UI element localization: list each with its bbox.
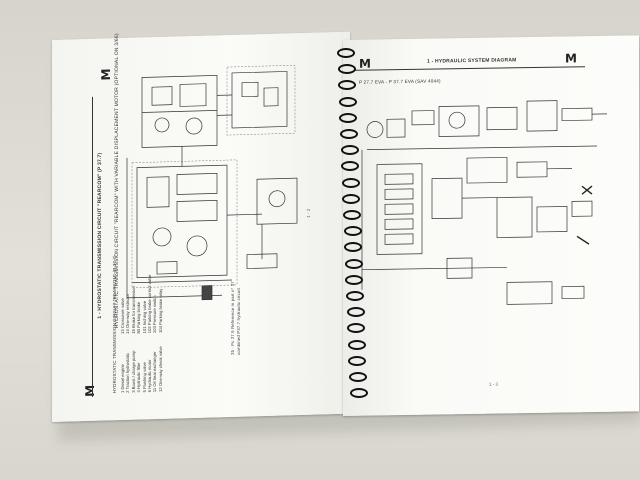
hydraulic-system-schematic [361,100,607,305]
header-rule [355,66,585,71]
page-frame-rule [92,96,93,397]
hydrostatic-schematic [126,65,298,301]
binding-coil [339,112,358,123]
binding-coil [347,323,366,334]
binding-coil [346,291,364,301]
binding-coil [349,372,367,382]
footnote-second-line: combined P37.7 hydraulic circuit [236,288,241,355]
binding-coil [344,258,363,269]
binding-coil [348,355,367,366]
manufacturer-logo-top: M [99,68,113,81]
page-subtitle: P 27.7 EVA - P 37.7 EVA (SAV 4044) [359,78,441,85]
right-manual-page: M M 1 - HYDRAULIC SYSTEM DIAGRAM P 27.7 … [343,35,639,416]
binding-coil [338,80,357,91]
binding-coil [349,388,368,399]
binding-coil [341,161,360,172]
binding-coil [337,48,355,58]
binding-coil [343,210,361,220]
left-manual-page: M M 1 - HYDROSTATIC TRANSMISSION CIRCUIT… [52,31,350,422]
manufacturer-logo-left: M [359,56,371,71]
binding-coil [338,96,357,107]
legend-item: 104 Parking brake relay [157,288,163,334]
legend-item: 12 One-way check valve [157,346,163,393]
binding-coil [347,339,366,350]
binding-coil [343,226,362,237]
page-number: 1 - 2 [306,208,312,218]
binding-coil [345,274,364,285]
page-title: 1 - HYDRAULIC SYSTEM DIAGRAM [427,57,517,65]
binding-coil [340,129,358,139]
manufacturer-logo-right: M [565,51,577,66]
binding-coil [340,145,359,156]
page-title: 1 - HYDROSTATIC TRANSMISSION CIRCUIT "RE… [97,152,103,319]
binding-coil [341,177,360,188]
binding-coil [337,64,356,75]
binding-coil [346,307,365,318]
binding-coil [344,242,363,253]
footnote: 25 : Pc 27.5 Reference in part n° 27 [230,281,235,356]
legend-heading: HYDROSTATIC TRANSMISSION CIRCUIT "REARCO… [112,255,117,394]
page-number: 1 - 3 [489,381,499,387]
binding-coil [342,193,361,204]
manufacturer-logo-bottom: M [83,384,97,398]
